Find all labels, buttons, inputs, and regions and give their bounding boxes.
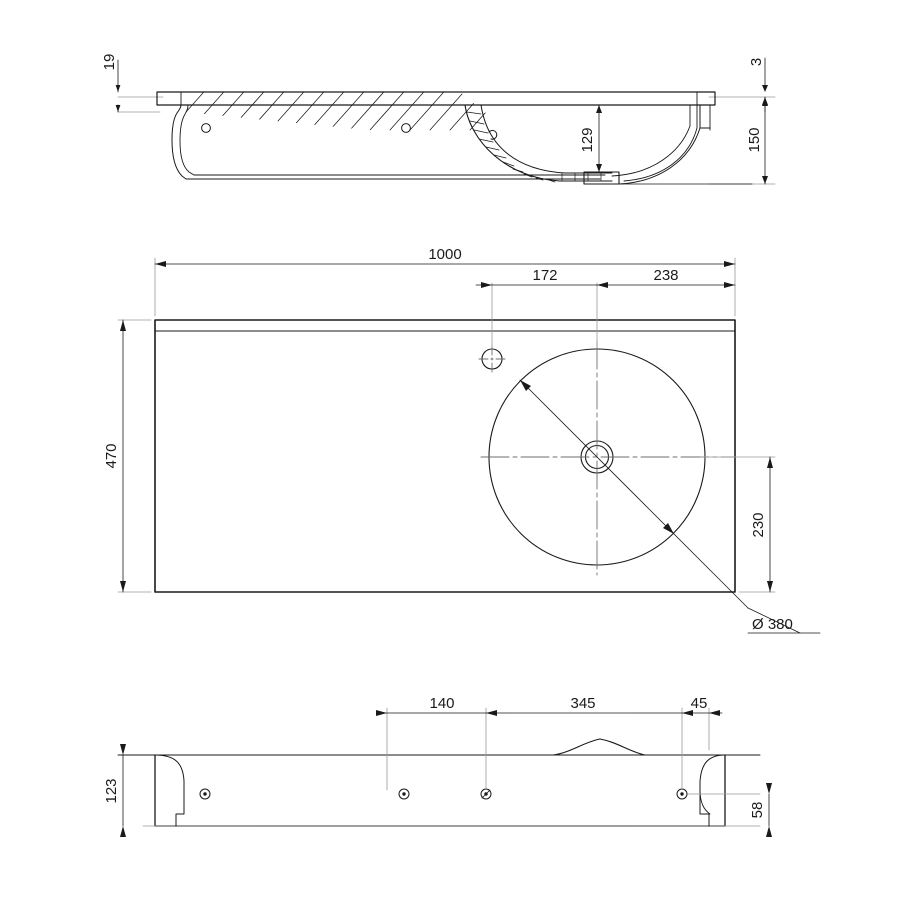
- dim-label-123: 123: [103, 778, 120, 803]
- dim-label-470: 470: [103, 443, 120, 468]
- dimension-1000: 1000: [154, 246, 736, 267]
- dimension-345: 345: [485, 695, 693, 716]
- dimension-58: 58: [749, 783, 772, 837]
- dimension-45: 45: [681, 695, 723, 716]
- dim-label-230: 230: [750, 512, 767, 537]
- dimension-19: 19: [101, 54, 121, 113]
- dimension-129: 129: [579, 104, 602, 173]
- dimension-140: 140: [376, 695, 497, 716]
- dim-label-58: 58: [749, 802, 766, 819]
- dim-label-150: 150: [746, 127, 763, 152]
- dim-label-129: 129: [579, 127, 596, 152]
- view-plan: Ø 380 1000 172 238: [103, 246, 821, 634]
- dimension-172: 172: [475, 267, 608, 288]
- dim-label-1000: 1000: [428, 246, 461, 263]
- dim-label-3: 3: [748, 58, 765, 66]
- dimension-diameter-380: Ø 380: [519, 379, 821, 634]
- dim-label-19: 19: [101, 54, 118, 71]
- view-section: 19 3 150 129: [101, 54, 776, 185]
- dimension-470: 470: [103, 319, 152, 593]
- dim-label-172: 172: [532, 267, 557, 284]
- dim-label-238: 238: [653, 267, 678, 284]
- dim-label-140: 140: [429, 695, 454, 712]
- dim-label-45: 45: [691, 695, 708, 712]
- dimension-230: 230: [699, 456, 776, 593]
- dim-label-380: Ø 380: [752, 616, 793, 633]
- view-front: 140 345 45 123 58: [103, 695, 772, 837]
- mounting-holes: [199, 788, 761, 800]
- dimension-150: 150: [746, 96, 768, 185]
- dim-label-345: 345: [570, 695, 595, 712]
- dimension-123: 123: [103, 744, 126, 837]
- dimension-238: 238: [596, 267, 736, 288]
